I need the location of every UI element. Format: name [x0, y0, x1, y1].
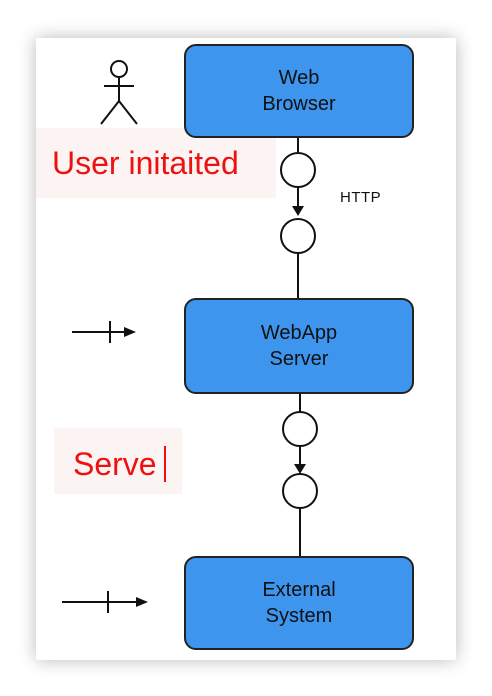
- webapp-server-line1: WebApp: [260, 322, 338, 344]
- serve-label[interactable]: Serve: [73, 446, 157, 482]
- webapp-server-box[interactable]: WebApp Server: [184, 298, 414, 394]
- external-system-box[interactable]: External System: [184, 556, 414, 650]
- user-initiated-label[interactable]: User initaited: [52, 145, 239, 181]
- external-system-line1: External: [262, 579, 336, 601]
- web-browser-box[interactable]: Web Browser: [184, 44, 414, 138]
- http-label: HTTP: [340, 189, 382, 206]
- http-connector: [280, 138, 316, 298]
- web-browser-line2: Browser: [262, 93, 336, 115]
- label-highlight-user: [36, 128, 276, 198]
- webapp-server-line2: Server: [269, 348, 329, 370]
- external-system-line2: System: [265, 605, 333, 627]
- text-cursor: [164, 446, 166, 482]
- web-browser-line1: Web: [278, 67, 320, 89]
- external-entry-arrow-icon: [62, 591, 148, 613]
- stick-figure-icon: [100, 60, 138, 125]
- label-highlight-serve: [54, 428, 182, 494]
- serve-connector: [282, 394, 318, 556]
- server-entry-arrow-icon: [72, 321, 136, 343]
